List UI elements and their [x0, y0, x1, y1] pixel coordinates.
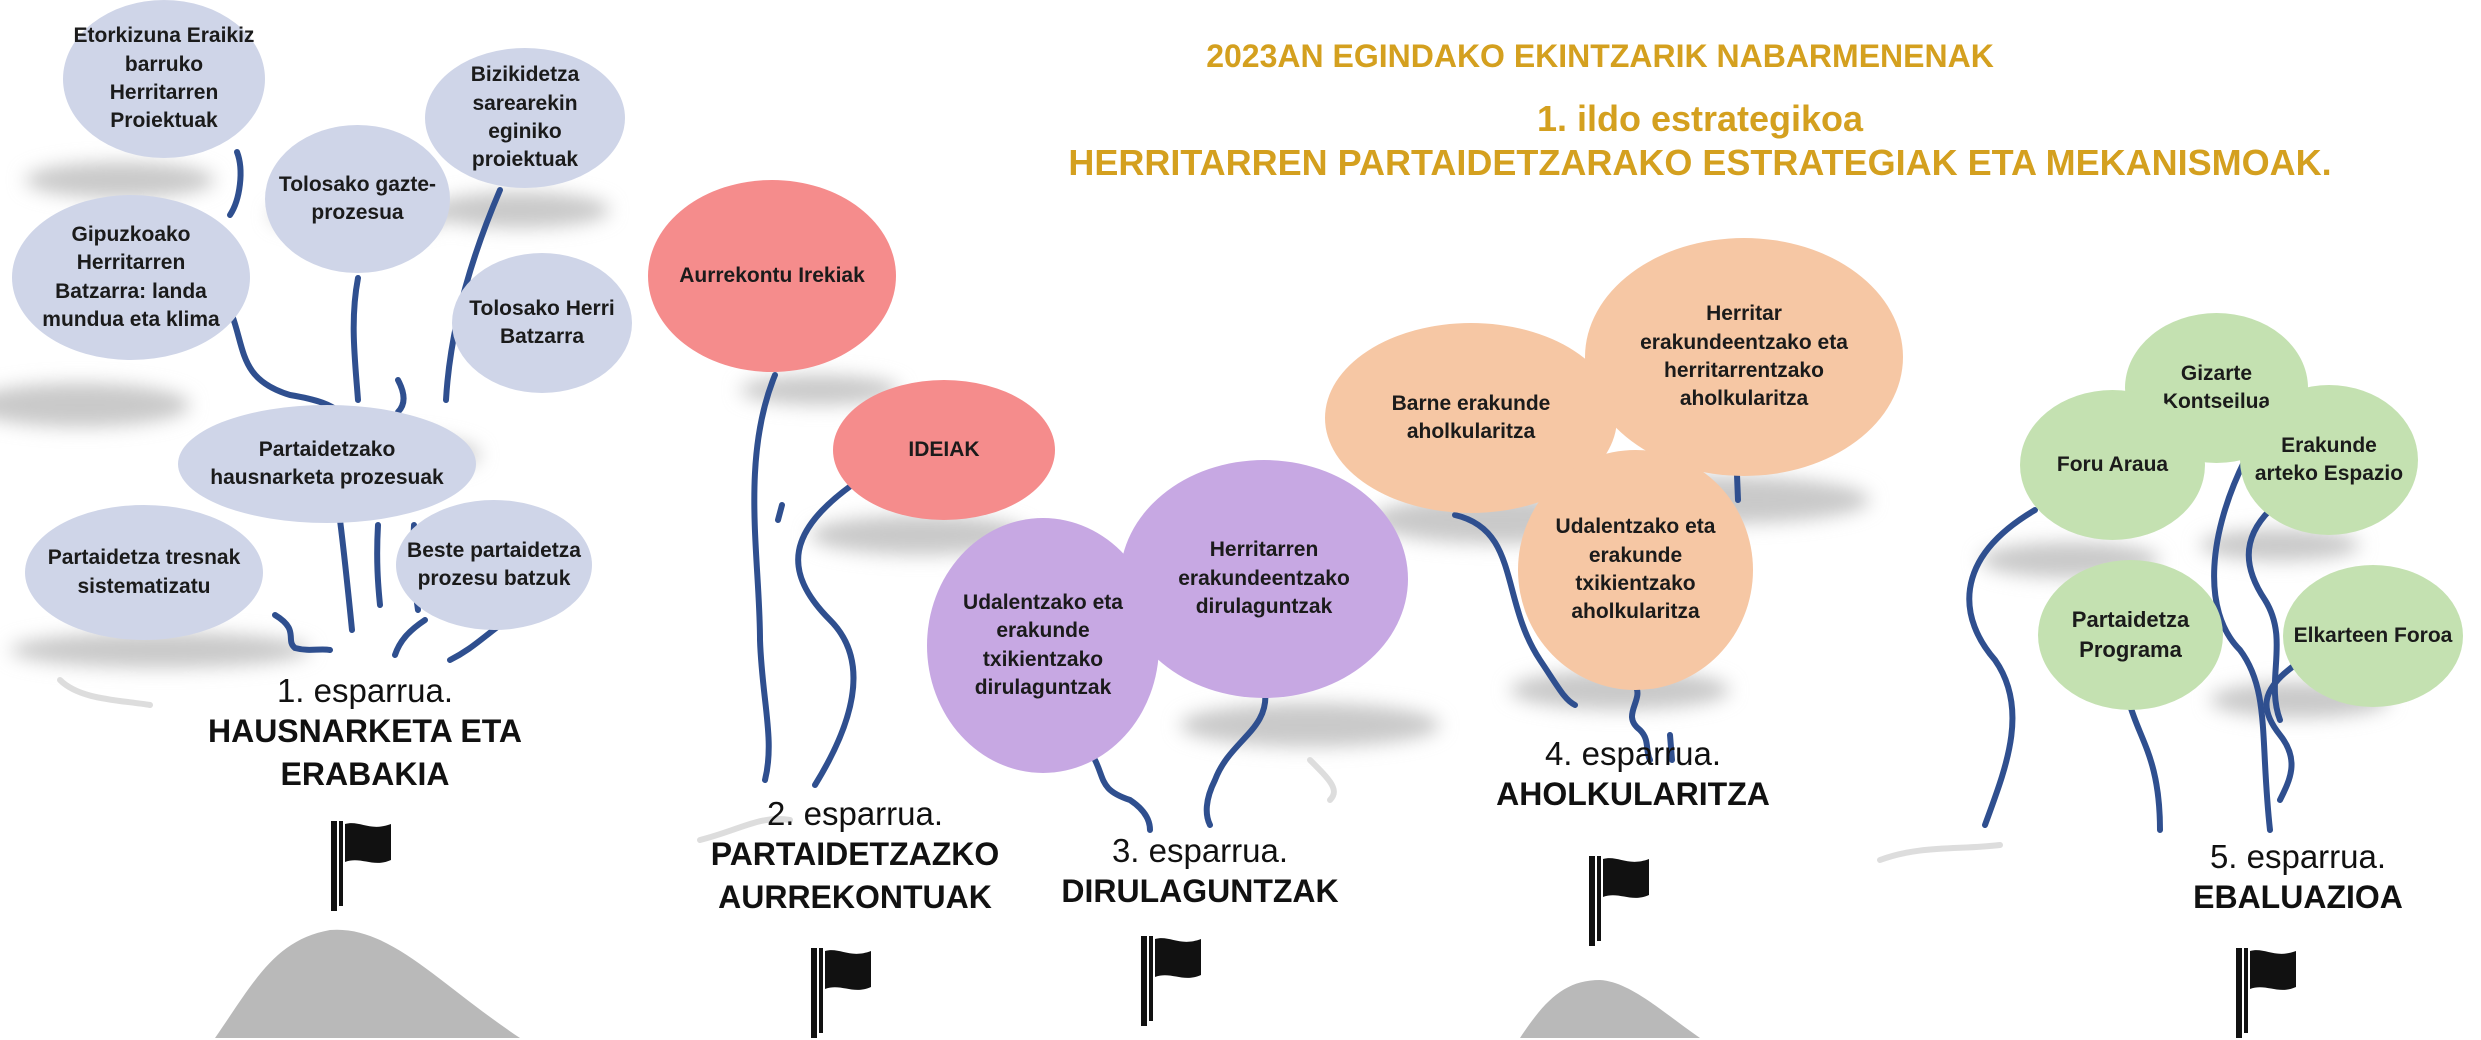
area-1-title-line1: HAUSNARKETA ETA — [207, 713, 523, 749]
flag-icon — [2236, 948, 2296, 1038]
bubble-udalentzako-aholkularitza: Udalentzako eta erakunde txikientzako ah… — [1518, 450, 1753, 690]
area-4-title-line1: AHOLKULARITZA — [1496, 776, 1770, 812]
area-2-number: 2. esparrua. — [766, 795, 944, 832]
bubble-hausnarketa-prozesuak: Partaidetzako hausnarketa prozesuak — [178, 405, 476, 523]
bubble-erakunde-arteko-espazio: Erakunde arteko Espazio — [2240, 385, 2418, 535]
area-4-number: 4. esparrua. — [1544, 735, 1722, 772]
area-4-label: 4. esparrua. AHOLKULARITZA — [1433, 735, 1833, 816]
bubble-tolosako-gazte-prozesua: Tolosako gazte-prozesua — [265, 125, 450, 273]
bubble-partaidetza-tresnak: Partaidetza tresnak sistematizatu — [25, 505, 263, 640]
area-2-title-line1: PARTAIDETZAZKO — [710, 836, 1000, 872]
bubble-udalentzako-dirulaguntzak: Udalentzako eta erakunde txikientzako di… — [927, 518, 1159, 773]
bubble-elkarteen-foroa: Elkarteen Foroa — [2283, 565, 2463, 707]
area-5-label: 5. esparrua. EBALUAZIOA — [2098, 838, 2481, 919]
flag-icon — [1141, 936, 1201, 1026]
area-5-number: 5. esparrua. — [2209, 838, 2387, 875]
bubble-ideiak: IDEIAK — [833, 380, 1055, 520]
strategic-line-title: 1. ildo estrategikoa — [1536, 98, 1864, 139]
area-1-label: 1. esparrua. HAUSNARKETA ETA ERABAKIA — [165, 672, 565, 796]
bubble-herritarren-dirulaguntzak: Herritarren erakundeentzako dirulaguntza… — [1120, 460, 1408, 698]
flag-icon — [811, 948, 871, 1038]
area-1-number: 1. esparrua. — [276, 672, 454, 709]
strategic-line-subtitle: HERRITARREN PARTAIDETZARAKO ESTRATEGIAK … — [1068, 142, 2332, 183]
bubble-partaidetza-programa: Partaidetza Programa — [2038, 560, 2223, 710]
mountain-left — [215, 929, 520, 1038]
area-2-label: 2. esparrua. PARTAIDETZAZKO AURREKONTUAK — [655, 795, 1055, 919]
area-3-label: 3. esparrua. DIRULAGUNTZAK — [1000, 832, 1400, 913]
flag-icon — [331, 821, 391, 911]
flag-icon — [1589, 856, 1649, 946]
area-1-title-line2: ERABAKIA — [280, 756, 450, 793]
bubble-herritar-aholkularitza: Herritar erakundeentzako eta herritarren… — [1585, 238, 1903, 476]
bubble-etorkizuna-eraikiz: Etorkizuna Eraikiz barruko Herritarren P… — [63, 0, 265, 158]
faded-strings — [57, 677, 2003, 863]
bubble-herritarren-batzarra: Gipuzkoako Herritarren Batzarra: landa m… — [12, 195, 250, 360]
mountain-middle — [1520, 980, 1700, 1038]
area-3-title-line1: DIRULAGUNTZAK — [1061, 873, 1339, 909]
bubble-tolosako-herri-batzarra: Tolosako Herri Batzarra — [452, 253, 632, 393]
area-3-number: 3. esparrua. — [1111, 832, 1289, 869]
area-5-title-line1: EBALUAZIOA — [2193, 879, 2403, 915]
area-2-title-line2: AURREKONTUAK — [718, 879, 992, 916]
top-title: 2023AN EGINDAKO EKINTZARIK NABARMENENAK — [1206, 38, 1994, 74]
bubble-aurrekontu-irekiak: Aurrekontu Irekiak — [648, 180, 896, 372]
bubble-foru-araua: Foru Araua — [2020, 390, 2205, 540]
bubble-beste-prozesuak: Beste partaidetza prozesu batzuk — [396, 500, 592, 630]
bubble-bizikidetza: Bizikidetza sarearekin eginiko proiektua… — [425, 48, 625, 188]
